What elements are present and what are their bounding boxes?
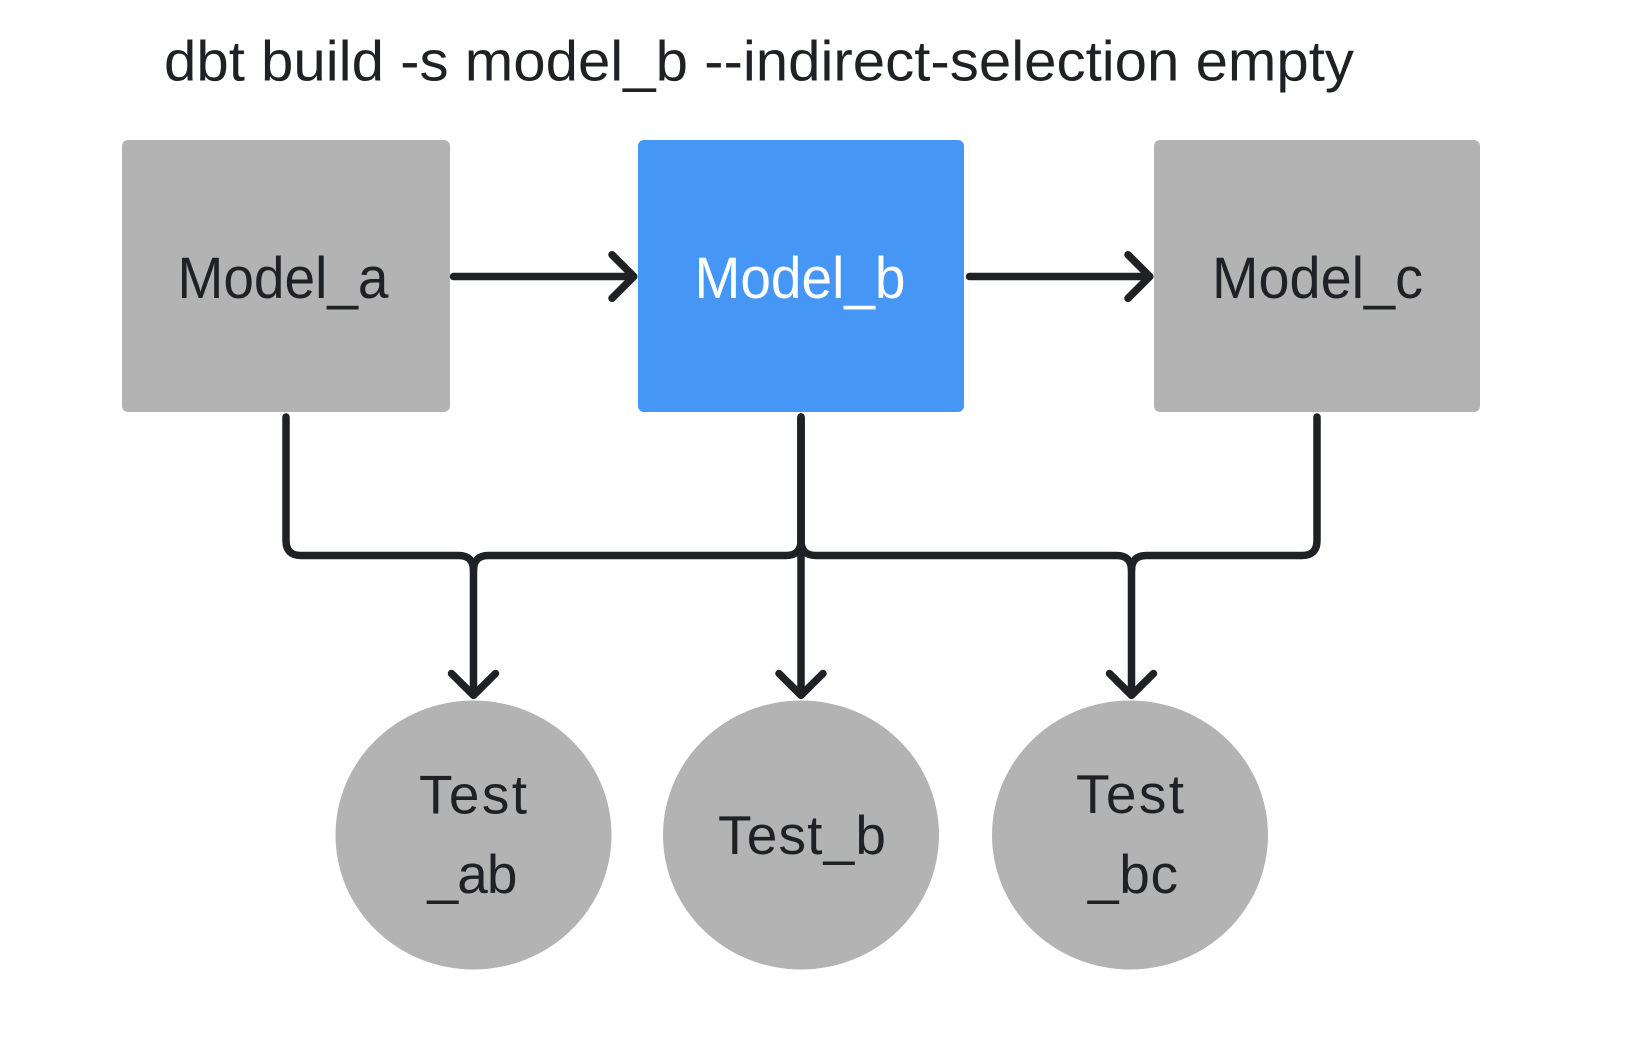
svg-text:Model_a: Model_a xyxy=(178,246,390,311)
svg-text:_ab: _ab xyxy=(427,843,518,905)
svg-text:_bc: _bc xyxy=(1087,843,1178,905)
svg-text:Model_b: Model_b xyxy=(695,246,906,311)
svg-text:Test: Test xyxy=(1076,763,1184,825)
svg-text:Test_b: Test_b xyxy=(718,804,886,866)
svg-text:dbt build -s model_b --indirec: dbt build -s model_b --indirect-selectio… xyxy=(164,30,1355,94)
svg-text:Test: Test xyxy=(419,764,527,826)
svg-text:Model_c: Model_c xyxy=(1212,246,1423,311)
